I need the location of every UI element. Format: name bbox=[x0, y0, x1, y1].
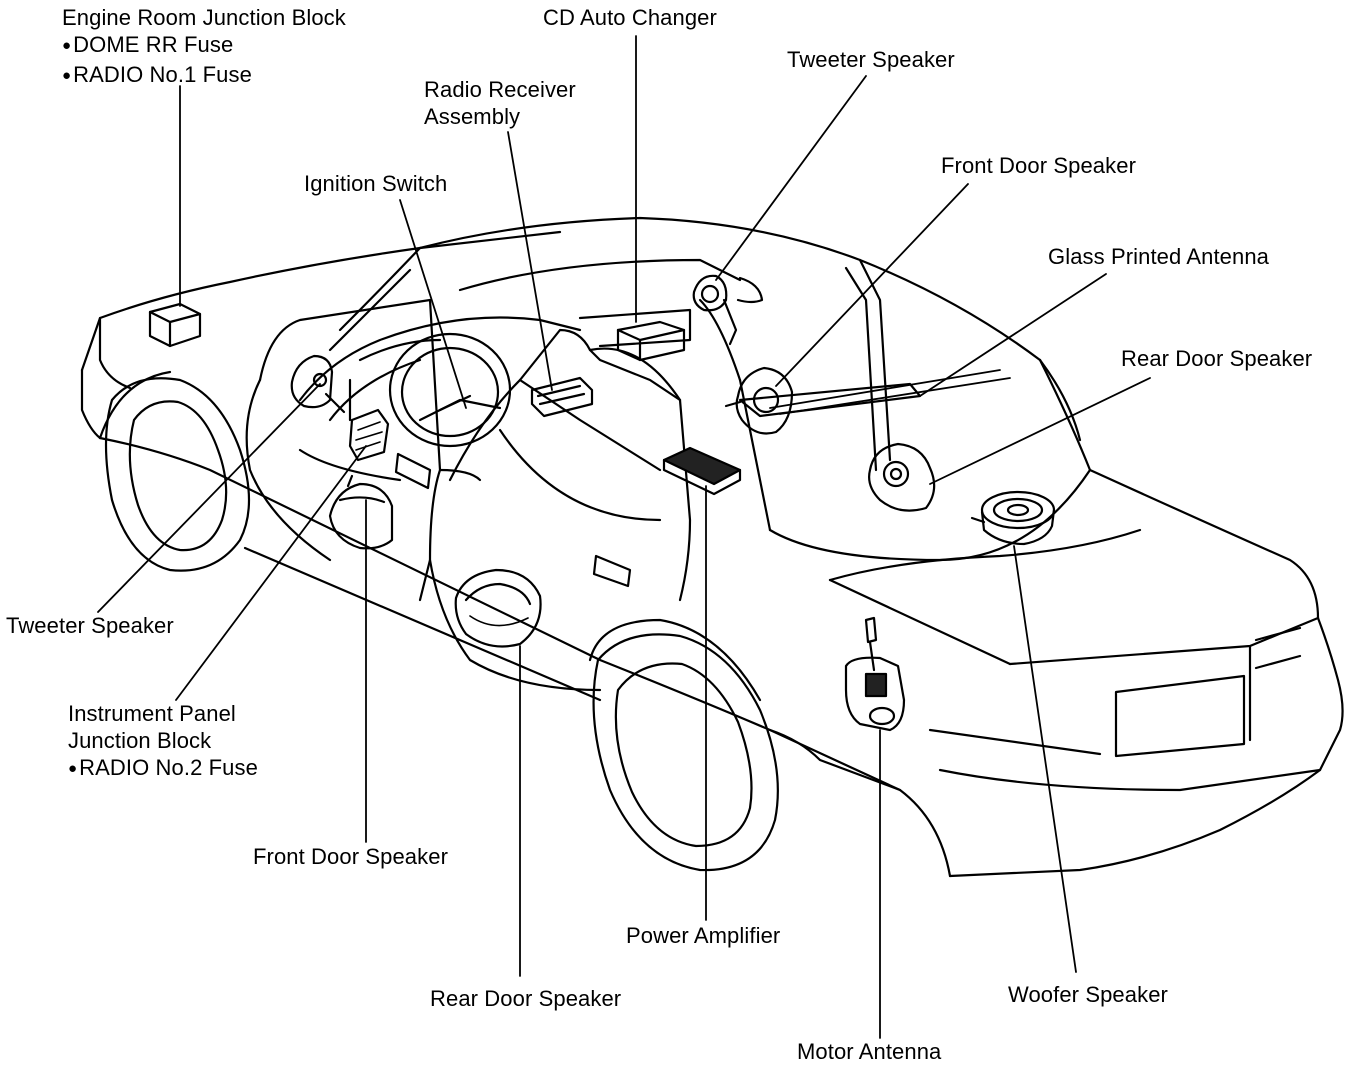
leader-tweeter-left bbox=[97, 383, 321, 613]
rear-wheel bbox=[588, 618, 779, 872]
leader-ignition-switch bbox=[399, 199, 467, 409]
label-rear-door-speaker-bottom: Rear Door Speaker bbox=[430, 986, 622, 1011]
motor-antenna-shape bbox=[844, 616, 906, 732]
label-tweeter-speaker-right: Tweeter Speaker bbox=[787, 47, 955, 72]
label-front-door-speaker-right: Front Door Speaker bbox=[941, 153, 1136, 178]
front-door-speaker-right-shape bbox=[724, 366, 794, 435]
power-amplifier-shape bbox=[662, 446, 742, 496]
label-instrument-panel-junction-block: Instrument Panel Junction Block RADIO No… bbox=[68, 700, 258, 784]
instrument-panel-fuse-text: RADIO No.2 Fuse bbox=[79, 755, 258, 780]
tweeter-speaker-right-shape bbox=[692, 274, 764, 346]
leader-rear-door-right bbox=[929, 377, 1151, 485]
leader-glass-antenna bbox=[919, 273, 1107, 397]
engine-room-fuse-1-text: DOME RR Fuse bbox=[73, 32, 234, 57]
leader-radio-receiver bbox=[507, 131, 553, 391]
rear-door-speaker-right-shape bbox=[868, 442, 936, 512]
tweeter-speaker-left-shape bbox=[290, 354, 346, 414]
instrument-panel-fuse: RADIO No.2 Fuse bbox=[68, 754, 258, 784]
car-body-outline bbox=[80, 216, 1344, 878]
front-door-speaker-bottom-shape bbox=[328, 474, 394, 550]
radio-receiver-line-1: Radio Receiver bbox=[424, 77, 576, 102]
label-ignition-switch: Ignition Switch bbox=[304, 171, 448, 196]
engine-room-fuse-2: RADIO No.1 Fuse bbox=[62, 61, 346, 91]
glass-printed-antenna-shape bbox=[738, 369, 1011, 418]
leader-lines bbox=[97, 35, 1151, 1039]
label-cd-auto-changer: CD Auto Changer bbox=[543, 5, 717, 30]
doors-and-cabin bbox=[245, 246, 742, 692]
engine-room-title: Engine Room Junction Block bbox=[62, 5, 346, 30]
leader-instrument-panel bbox=[175, 445, 367, 701]
label-motor-antenna: Motor Antenna bbox=[797, 1039, 942, 1064]
leader-front-door-right bbox=[775, 183, 969, 387]
leader-tweeter-right bbox=[715, 75, 867, 281]
instrument-panel-line-2: Junction Block bbox=[68, 728, 212, 753]
woofer-speaker-shape bbox=[970, 490, 1056, 546]
leader-woofer bbox=[1013, 545, 1077, 973]
label-woofer-speaker: Woofer Speaker bbox=[1008, 982, 1168, 1007]
radio-receiver-shape bbox=[530, 376, 594, 418]
instrument-panel-junction-block-shape bbox=[348, 408, 390, 462]
label-radio-receiver-assembly: Radio Receiver Assembly bbox=[424, 76, 576, 130]
instrument-panel-line-1: Instrument Panel bbox=[68, 701, 236, 726]
label-rear-door-speaker-right: Rear Door Speaker bbox=[1121, 346, 1313, 371]
label-tweeter-speaker-left: Tweeter Speaker bbox=[6, 613, 174, 638]
label-power-amplifier: Power Amplifier bbox=[626, 923, 781, 948]
radio-receiver-line-2: Assembly bbox=[424, 104, 521, 129]
label-glass-printed-antenna: Glass Printed Antenna bbox=[1048, 244, 1270, 269]
label-engine-room-junction-block: Engine Room Junction Block DOME RR Fuse … bbox=[62, 4, 346, 91]
label-front-door-speaker-bottom: Front Door Speaker bbox=[253, 844, 448, 869]
front-wheel bbox=[98, 370, 251, 572]
engine-room-junction-block-shape bbox=[148, 302, 202, 348]
cd-auto-changer-shape bbox=[616, 320, 686, 362]
engine-room-fuse-1: DOME RR Fuse bbox=[62, 31, 346, 61]
rear-door-speaker-bottom-shape bbox=[454, 568, 542, 648]
engine-room-fuse-2-text: RADIO No.1 Fuse bbox=[73, 62, 252, 87]
